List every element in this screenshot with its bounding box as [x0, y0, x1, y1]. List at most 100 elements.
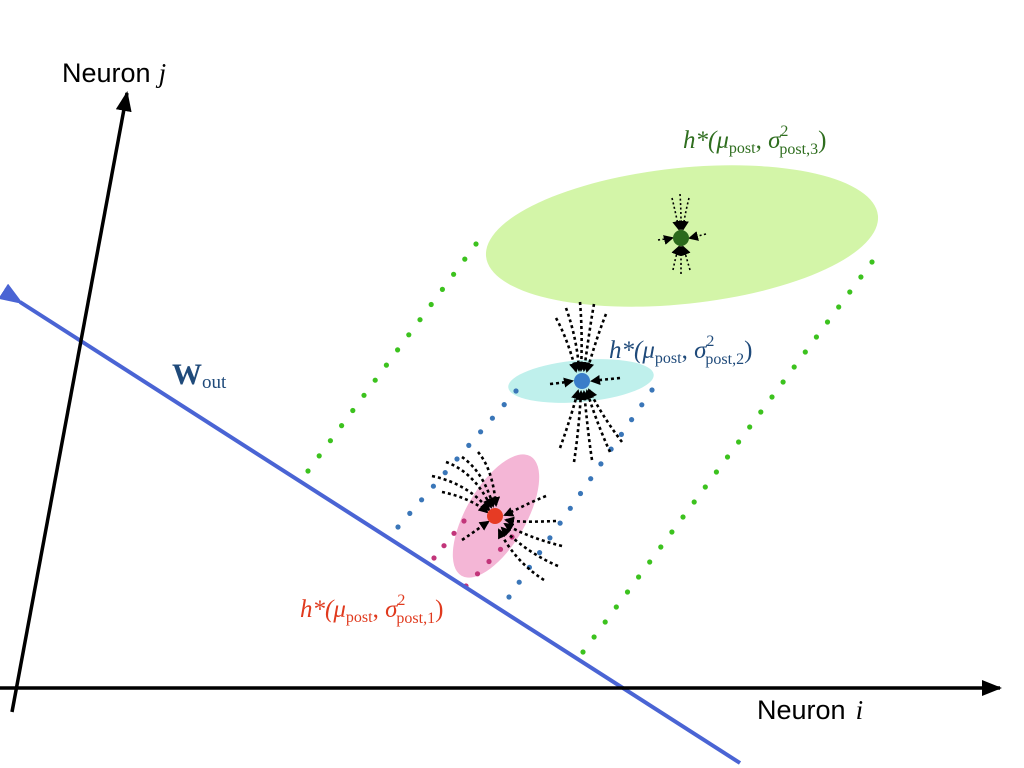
projection-dot — [702, 484, 708, 490]
projection-dot — [629, 417, 635, 423]
projection-dot — [598, 461, 604, 467]
readout-label: Wout — [172, 358, 227, 393]
attractor-1-point — [487, 508, 503, 524]
projection-dot — [869, 259, 875, 265]
projection-dot — [489, 415, 495, 421]
projection-dot — [506, 594, 512, 600]
projection-dot — [316, 453, 322, 459]
projection-dot — [691, 499, 697, 505]
projection-dot — [780, 379, 786, 385]
projection-dot — [430, 483, 436, 489]
projection-dot — [372, 377, 378, 383]
projection-dot — [577, 490, 584, 497]
attractor-3-flow-line — [688, 231, 707, 241]
projection-dot — [462, 256, 468, 262]
flow-arrows — [431, 193, 707, 582]
projection-dot — [439, 286, 445, 292]
projection-dot — [791, 364, 797, 370]
attractor-3-flow-line — [671, 245, 681, 271]
projection-dot — [478, 429, 484, 435]
projection-dot — [513, 388, 519, 394]
projection-dot — [813, 334, 820, 340]
projection-dot — [474, 571, 481, 577]
projection-dot — [557, 520, 563, 526]
projection-dot — [769, 394, 775, 400]
projection-dot — [824, 319, 831, 325]
attractor-2-flow-line — [549, 377, 574, 388]
attractor-2-flow-line — [584, 389, 612, 453]
attractor-2-point — [574, 373, 590, 389]
projection-dot — [441, 543, 447, 549]
attractor-2-flow-line — [590, 375, 621, 385]
projection-dot — [618, 431, 625, 437]
projection-dot — [361, 392, 367, 398]
projection-dot — [454, 456, 460, 462]
projection-dot — [639, 402, 645, 408]
projection-dot — [736, 439, 742, 445]
attractor-1-projection-left — [431, 518, 467, 561]
projection-dot — [431, 555, 437, 561]
projection-dot — [419, 497, 425, 503]
attractor-3-projection-right — [580, 259, 875, 655]
projection-dot — [680, 514, 686, 520]
projection-dot — [567, 505, 573, 511]
y-axis-neuron-j — [10, 91, 132, 713]
projection-dot — [327, 438, 333, 444]
projection-dot — [406, 332, 412, 338]
projection-dot — [747, 424, 753, 430]
attractor-2-flow-line — [584, 313, 608, 373]
projection-dot — [547, 535, 553, 541]
projection-dot — [647, 559, 653, 565]
projection-dot — [466, 442, 472, 448]
readout-axis-wout — [0, 283, 742, 765]
projection-dot — [669, 529, 675, 535]
projection-dot — [588, 476, 594, 482]
projection-dot — [451, 271, 457, 277]
projection-dot — [516, 579, 522, 585]
projection-dot — [339, 423, 345, 429]
projection-dot — [395, 524, 401, 530]
projection-dot — [580, 649, 586, 655]
projection-dot — [461, 518, 467, 524]
attractor-1-flow-line — [497, 528, 545, 582]
projection-dot — [658, 544, 664, 550]
projection-dot — [473, 241, 479, 247]
attractor-2-flow-line — [554, 317, 579, 373]
projection-dot — [497, 546, 504, 552]
attractor-1-flow-line — [445, 460, 493, 509]
projection-dot — [407, 510, 413, 516]
attractor-3-point — [673, 230, 689, 246]
attractor-1-flow-line — [504, 516, 557, 527]
attractor-1-flow-line — [461, 520, 490, 542]
attractor-2-projection-left — [395, 388, 519, 530]
projection-dot — [486, 558, 492, 565]
projection-dot — [602, 619, 608, 625]
attractor-2-flow-line — [572, 390, 586, 463]
projection-dot — [847, 289, 853, 295]
projection-dot — [383, 362, 389, 368]
projection-dot — [442, 470, 448, 476]
projection-dot — [636, 574, 642, 580]
projection-dot — [591, 634, 597, 640]
projection-dot — [713, 469, 720, 475]
projection-dot — [451, 530, 457, 536]
projection-dot — [395, 347, 401, 353]
projection-dot — [649, 387, 655, 393]
attractor-2-projection-right — [506, 387, 655, 600]
projection-dot — [613, 604, 619, 610]
attractor-3-projection-left — [305, 241, 479, 474]
attractor-1-flow-line — [503, 494, 547, 517]
projection-dot — [758, 409, 764, 415]
attractor-3-flow-line — [657, 235, 674, 245]
attractor-2-flow-line — [576, 301, 587, 372]
projection-dot — [417, 317, 423, 323]
projection-dot — [428, 301, 434, 308]
projection-dot — [836, 304, 842, 310]
projection-dot — [537, 550, 543, 556]
projection-dot — [305, 468, 311, 474]
